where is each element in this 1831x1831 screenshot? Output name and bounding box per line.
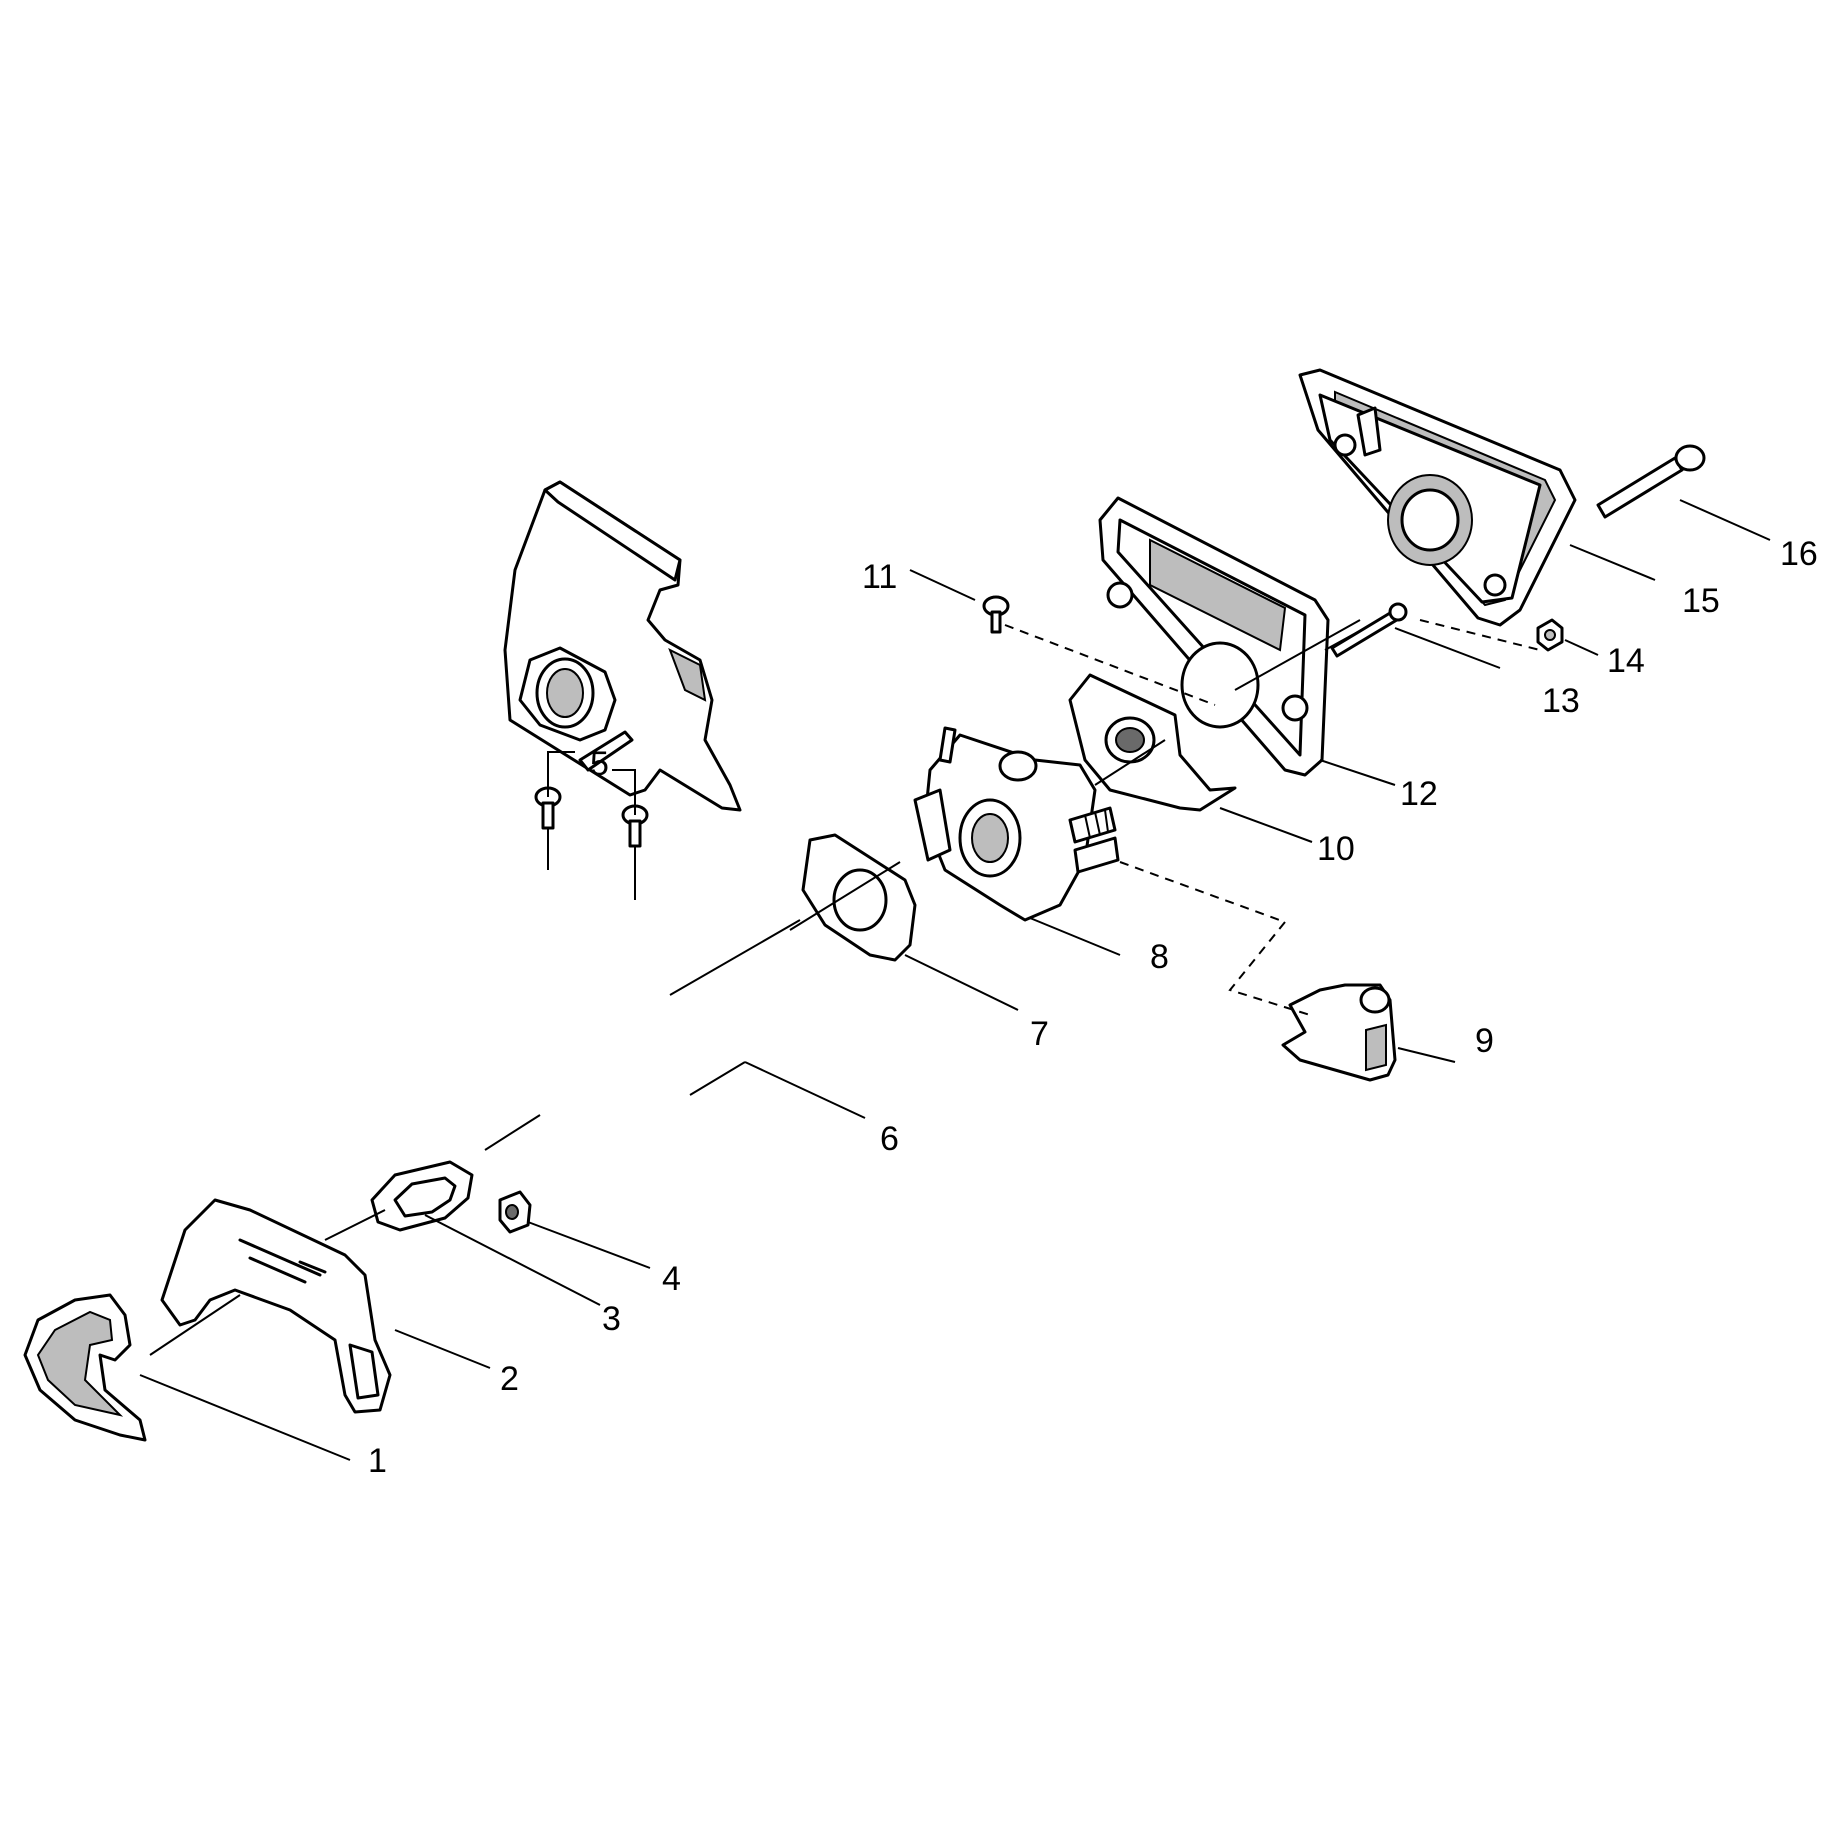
part-carburetor	[913, 726, 1120, 922]
part-air-filter-cover	[1298, 368, 1577, 627]
callout-15: 15	[1682, 582, 1720, 620]
callout-labels: 1 2 3 4 5 6 7 8 9 10 11 12 13 14 15 16	[368, 535, 1818, 1480]
part-boot	[23, 1293, 147, 1442]
part-carb-gasket	[801, 833, 917, 962]
callout-9: 9	[1475, 1022, 1494, 1060]
callout-6: 6	[880, 1120, 899, 1158]
part-carb-housing	[503, 480, 742, 812]
callout-7: 7	[1030, 1015, 1049, 1053]
part-gasket-ring	[370, 1160, 474, 1232]
part-screw-16	[1596, 444, 1706, 519]
leader-lines	[139, 499, 1771, 1461]
callout-10: 10	[1317, 830, 1355, 868]
part-screw-11	[982, 595, 1010, 634]
callout-12: 12	[1400, 775, 1438, 813]
callout-13: 13	[1542, 682, 1580, 720]
callout-16: 16	[1780, 535, 1818, 573]
dashed-leaders	[1004, 619, 1541, 1016]
callout-5: 5	[590, 745, 609, 783]
callout-8: 8	[1150, 938, 1169, 976]
callout-2: 2	[500, 1360, 519, 1398]
part-bracket	[160, 1198, 392, 1414]
part-spacer	[498, 1190, 532, 1234]
part-bracket-gasket	[1068, 673, 1237, 812]
part-nut-14	[1536, 618, 1564, 652]
part-screws-5	[534, 786, 649, 848]
callout-14: 14	[1607, 642, 1645, 680]
part-air-filter	[1098, 496, 1330, 777]
callout-4: 4	[662, 1260, 681, 1298]
callout-3: 3	[602, 1300, 621, 1338]
part-bolt-13	[1330, 602, 1408, 658]
callout-1: 1	[368, 1442, 387, 1480]
callout-11: 11	[862, 558, 897, 596]
part-throttle-block	[1281, 983, 1397, 1082]
